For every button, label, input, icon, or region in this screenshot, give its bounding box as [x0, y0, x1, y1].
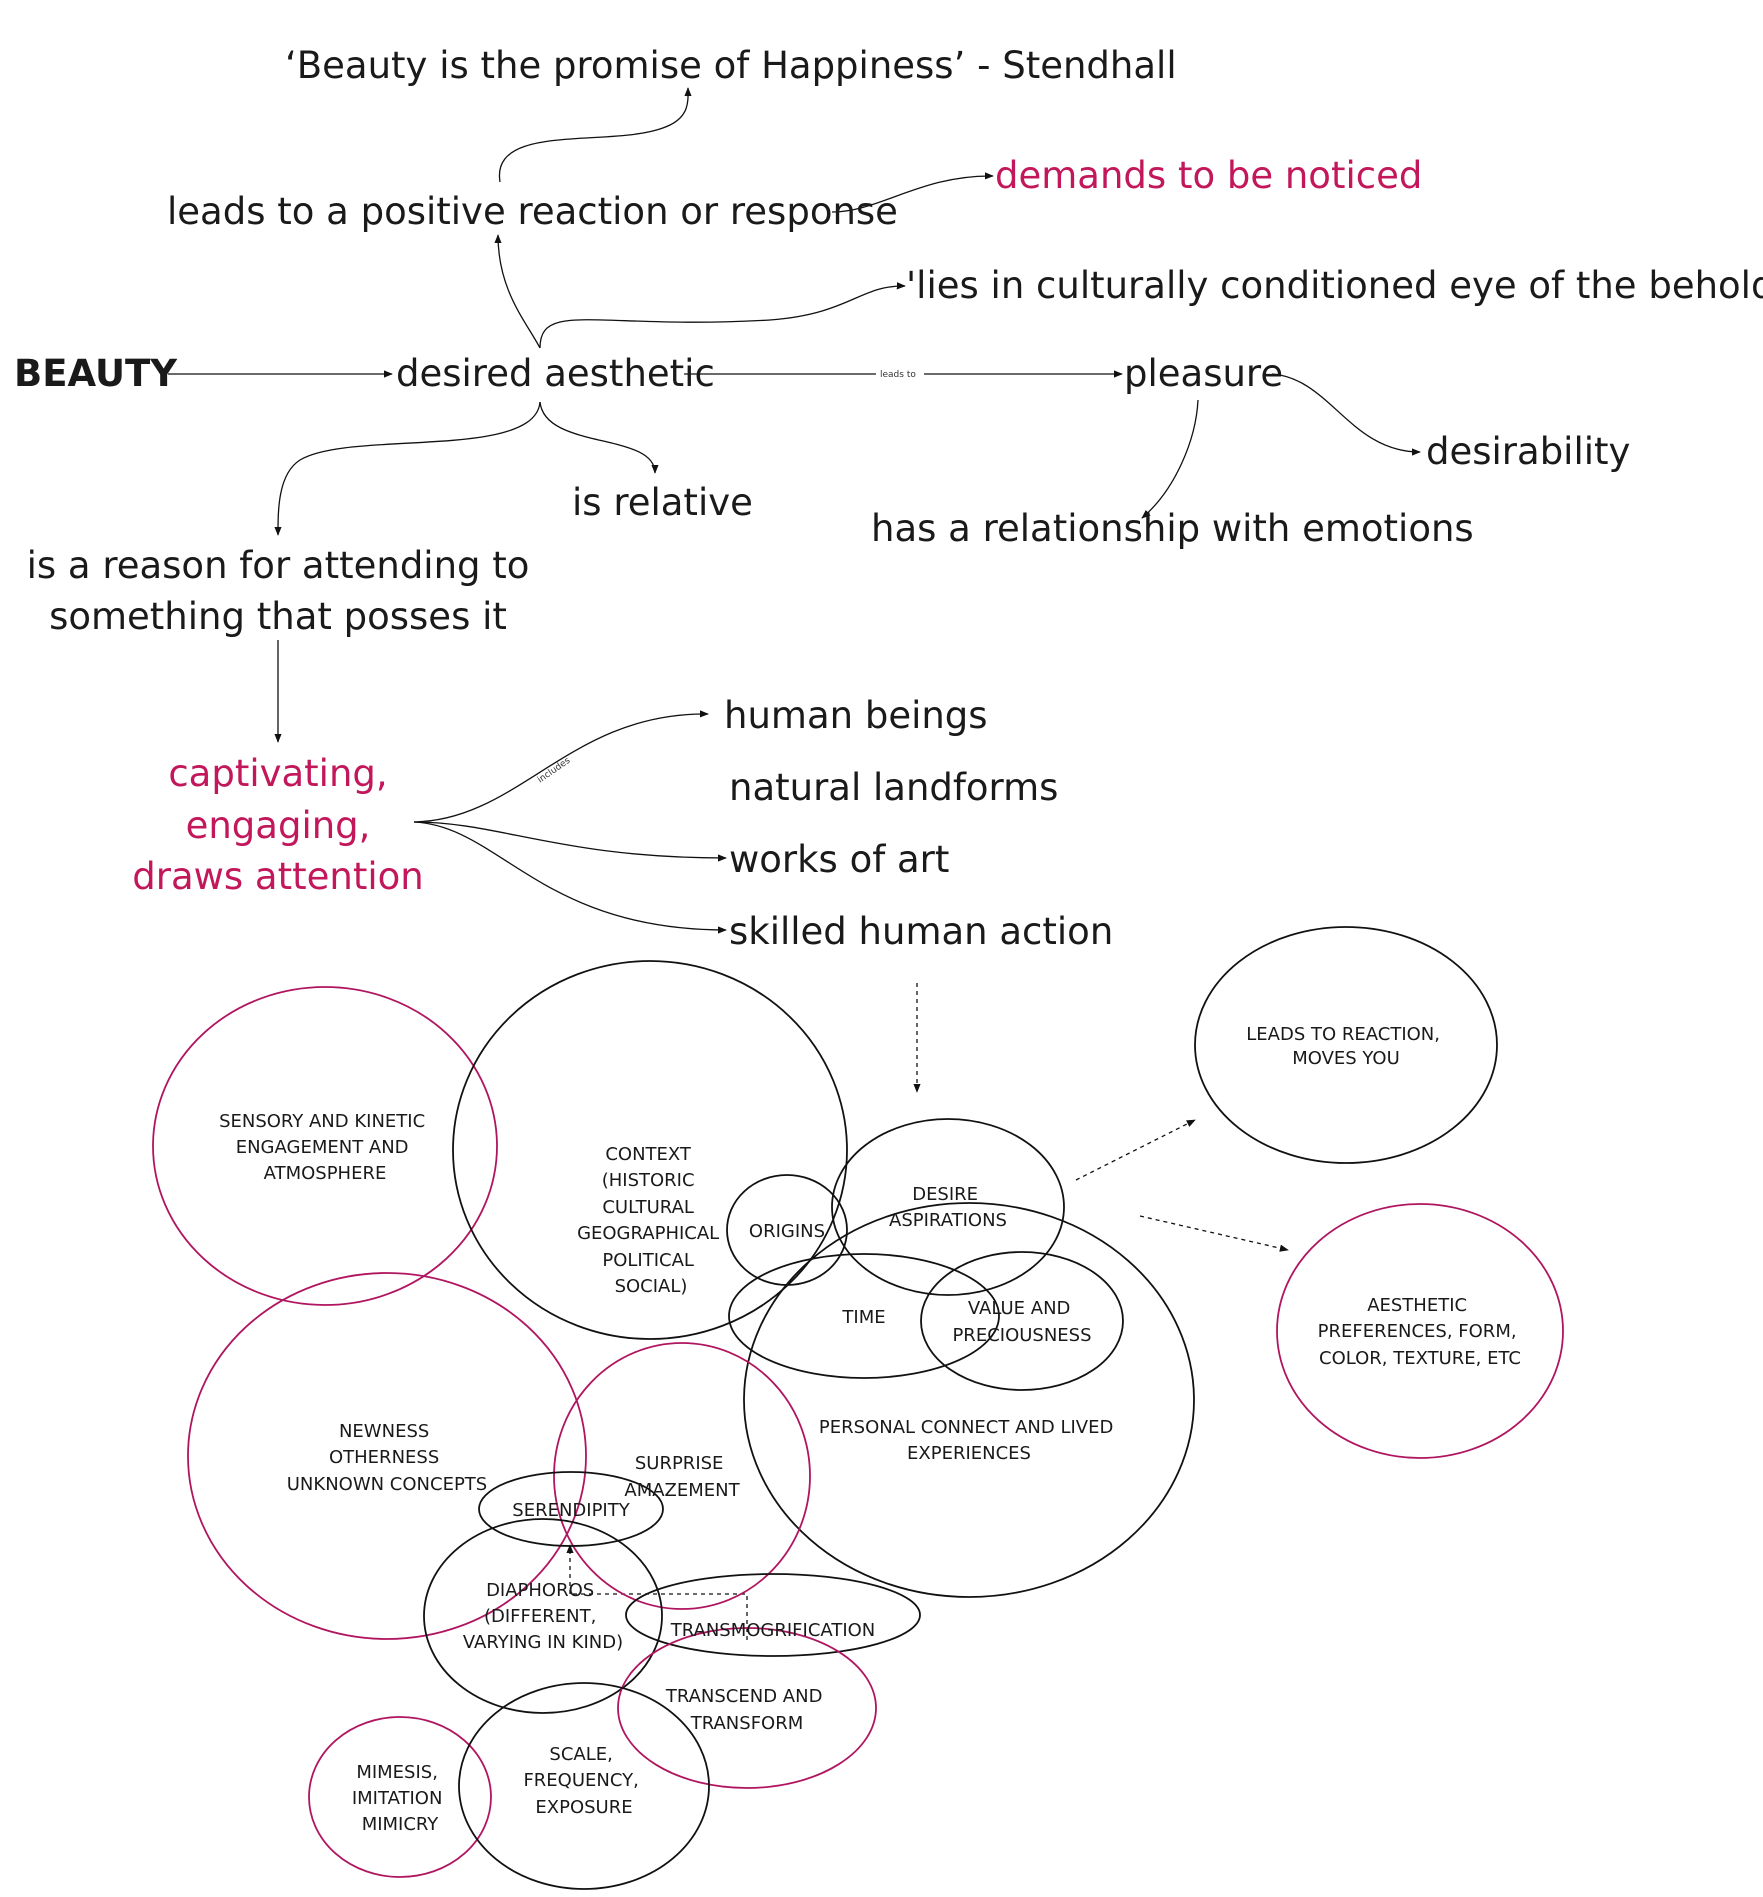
- node-demands-noticed: demands to be noticed: [995, 154, 1422, 197]
- edge-captivating-to-art: [413, 821, 727, 862]
- circle-surprise: [553, 1342, 811, 1610]
- edge-aesthetic-to-reason: [274, 401, 541, 536]
- edge-aesthetic-to-beholder: [539, 282, 906, 349]
- label-surprise: SURPRISE AMAZEMENT: [624, 1453, 740, 1501]
- edge-label-bg: [876, 368, 924, 380]
- label-transcend: TRANSCEND AND TRANSFORM: [665, 1686, 828, 1734]
- node-captivating-line2: engaging,: [186, 804, 371, 847]
- node-captivating-line1: captivating,: [168, 752, 387, 795]
- edge-desire-to-reaction: [1075, 1119, 1196, 1181]
- node-reason-line1: is a reason for attending to: [27, 544, 530, 587]
- node-positive-reaction: leads to a positive reaction or response: [167, 190, 898, 233]
- venn-labels: SENSORY AND KINETIC ENGAGEMENT AND ATMOS…: [219, 1024, 1523, 1835]
- node-desirability: desirability: [1426, 430, 1630, 473]
- venn-circles: [152, 926, 1564, 1890]
- label-time: TIME: [841, 1307, 885, 1328]
- edge-label-leads-to: leads to: [880, 370, 916, 380]
- label-mimesis: MIMESIS, IMITATION MIMICRY: [352, 1762, 448, 1835]
- label-newness: NEWNESS OTHERNESS UNKNOWN CONCEPTS: [287, 1421, 487, 1495]
- node-emotions: has a relationship with emotions: [871, 507, 1474, 550]
- circle-serendipity: [478, 1471, 664, 1547]
- label-value: VALUE AND PRECIOUSNESS: [952, 1298, 1091, 1346]
- circle-context: [452, 960, 848, 1340]
- node-stendhall-quote: ‘Beauty is the promise of Happiness’ - S…: [285, 44, 1177, 87]
- circle-personal: [743, 1202, 1195, 1598]
- label-aesthetic: AESTHETIC PREFERENCES, FORM, COLOR, TEXT…: [1318, 1295, 1523, 1369]
- label-serendipity: SERENDIPITY: [512, 1500, 630, 1521]
- edge-aesthetic-to-reaction: [494, 234, 541, 349]
- label-context: CONTEXT (HISTORIC CULTURAL GEOGRAPHICAL …: [577, 1144, 725, 1297]
- circle-mimesis: [308, 1716, 492, 1878]
- label-reaction: LEADS TO REACTION, MOVES YOU: [1246, 1024, 1445, 1069]
- edge-captivating-to-human: [413, 710, 709, 823]
- circle-diaphoros: [423, 1518, 663, 1714]
- edge-to-aesthetic-preferences: [1139, 1215, 1289, 1252]
- circle-newness: [187, 1272, 587, 1640]
- edge-reaction-to-quote: [499, 87, 692, 183]
- node-reason-line2: something that posses it: [49, 595, 507, 638]
- node-works-of-art: works of art: [729, 838, 949, 881]
- circle-desire: [831, 1118, 1065, 1296]
- edge-reaction-to-demands: [831, 172, 994, 213]
- node-skilled-action: skilled human action: [729, 910, 1113, 953]
- edge-serendipity-to-diaphoros: [570, 1593, 748, 1640]
- label-scale: SCALE, FREQUENCY, EXPOSURE: [523, 1744, 644, 1818]
- label-sensory: SENSORY AND KINETIC ENGAGEMENT AND ATMOS…: [219, 1111, 431, 1184]
- node-pleasure: pleasure: [1124, 352, 1283, 395]
- node-desired-aesthetic: desired aesthetic: [396, 352, 715, 395]
- circle-sensory: [152, 986, 498, 1306]
- circle-transmogrification: [625, 1573, 921, 1657]
- node-human-beings: human beings: [724, 694, 988, 737]
- label-transmogrification: TRANSMOGRIFICATION: [670, 1620, 876, 1641]
- edge-pleasure-to-desirability: [1271, 373, 1421, 456]
- label-origins: ORIGINS: [749, 1221, 825, 1242]
- circle-value: [920, 1251, 1124, 1391]
- node-beauty: BEAUTY: [14, 352, 178, 395]
- label-diaphoros: DIAPHOROS (DIFFERENT, VARYING IN KIND): [463, 1580, 623, 1653]
- node-eye-beholder: 'lies in culturally conditioned eye of t…: [906, 264, 1763, 307]
- node-is-relative: is relative: [572, 481, 753, 524]
- nodes: ‘Beauty is the promise of Happiness’ - S…: [14, 44, 1763, 953]
- circle-time: [728, 1253, 1000, 1379]
- circle-transcend: [617, 1627, 877, 1789]
- circle-reaction: [1194, 926, 1498, 1164]
- label-desire: DESIRE ASPIRATIONS: [889, 1184, 1007, 1231]
- circle-scale: [458, 1682, 710, 1890]
- edges: [168, 87, 1421, 1640]
- node-natural-landforms: natural landforms: [729, 766, 1058, 809]
- node-captivating-line3: draws attention: [132, 855, 423, 898]
- label-personal: PERSONAL CONNECT AND LIVED EXPERIENCES: [819, 1417, 1119, 1464]
- edge-aesthetic-to-relative: [539, 401, 659, 474]
- edge-captivating-to-skilled: [413, 821, 727, 934]
- edge-pleasure-to-emotions: [1141, 399, 1199, 519]
- circle-aesthetic: [1276, 1203, 1564, 1459]
